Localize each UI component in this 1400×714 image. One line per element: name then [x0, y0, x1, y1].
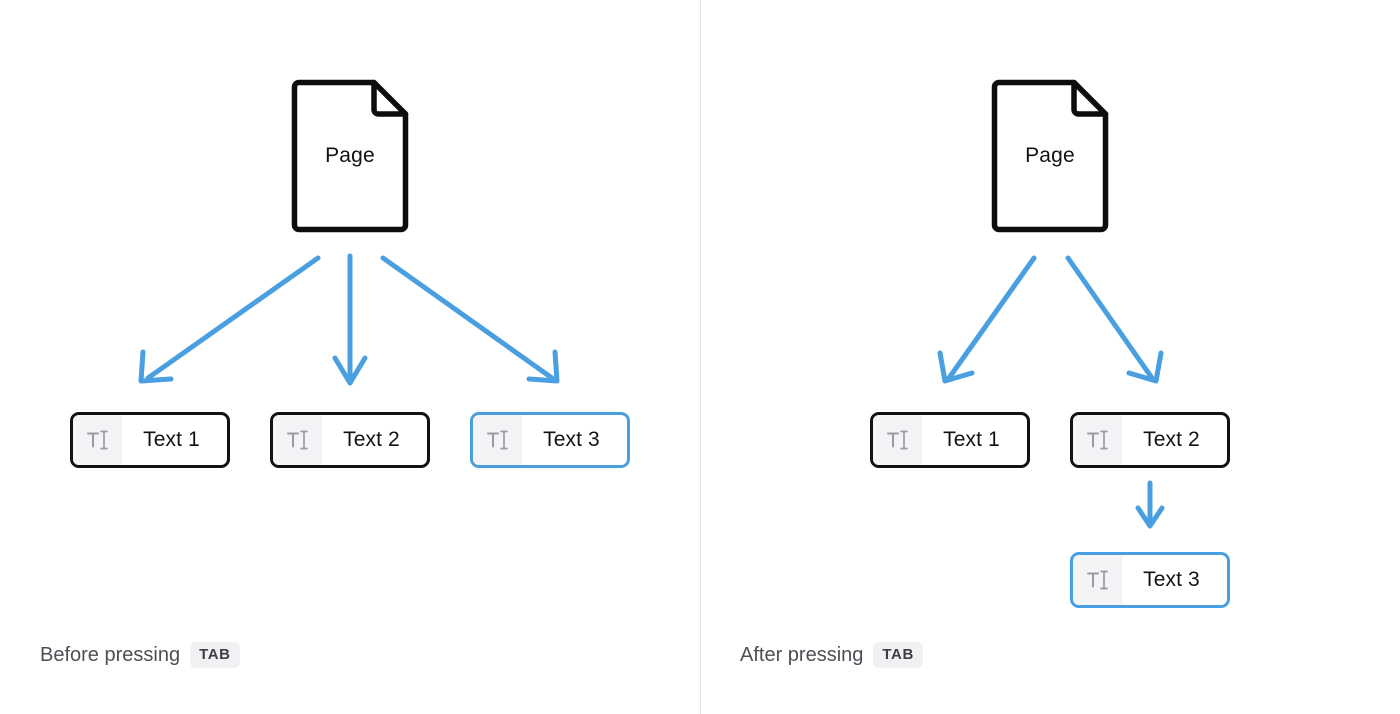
tab-key-badge: TAB [190, 642, 240, 668]
caption-text: After pressing [740, 643, 864, 666]
node-text-1-after[interactable]: Text 1 [870, 412, 1030, 468]
node-text-3-after[interactable]: Text 3 [1070, 552, 1230, 608]
text-cursor-icon [273, 415, 322, 465]
arrow-page-to-text1-right [937, 255, 1037, 384]
node-label: Text 1 [143, 428, 200, 451]
page-icon-label: Page [325, 144, 375, 167]
text-cursor-icon [873, 415, 922, 465]
node-label: Text 3 [1143, 568, 1200, 591]
caption-before: Before pressing TAB [40, 642, 240, 668]
caption-after: After pressing TAB [740, 642, 923, 668]
node-label: Text 2 [1143, 428, 1200, 451]
arrow-page-to-text3-left [380, 255, 560, 384]
arrow-page-to-text2-right [1065, 255, 1164, 384]
page-icon-label: Page [1025, 144, 1075, 167]
text-cursor-icon [473, 415, 522, 465]
node-text-3-before[interactable]: Text 3 [470, 412, 630, 468]
node-label: Text 3 [543, 428, 600, 451]
arrow-page-to-text2-left [332, 253, 368, 386]
text-cursor-icon [73, 415, 122, 465]
arrow-page-to-text1-left [138, 255, 321, 384]
text-cursor-icon [1073, 555, 1122, 605]
page-icon-after[interactable]: Page [990, 78, 1110, 234]
node-label: Text 1 [943, 428, 1000, 451]
page-icon-before[interactable]: Page [290, 78, 410, 234]
arrow-text2-to-text3-right [1135, 480, 1165, 529]
caption-text: Before pressing [40, 643, 181, 666]
panel-divider [700, 0, 701, 714]
node-text-1-before[interactable]: Text 1 [70, 412, 230, 468]
node-text-2-after[interactable]: Text 2 [1070, 412, 1230, 468]
node-text-2-before[interactable]: Text 2 [270, 412, 430, 468]
tab-key-badge: TAB [873, 642, 923, 668]
node-label: Text 2 [343, 428, 400, 451]
text-cursor-icon [1073, 415, 1122, 465]
